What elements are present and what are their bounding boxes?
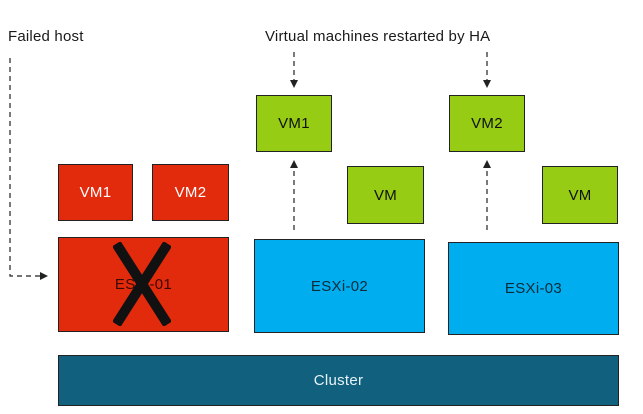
failed-host-label: Failed host <box>8 28 84 45</box>
failed-vm2[interactable]: VM2 <box>152 164 229 221</box>
host-esxi-02[interactable]: ESXi-02 <box>254 239 425 333</box>
host-esxi-03[interactable]: ESXi-03 <box>448 242 619 335</box>
cluster-bar[interactable]: Cluster <box>58 355 619 406</box>
existing-vm-host3-label: VM <box>568 186 592 204</box>
failed-vm1[interactable]: VM1 <box>58 164 133 221</box>
existing-vm-host2[interactable]: VM <box>347 166 424 224</box>
existing-vm-host3[interactable]: VM <box>542 166 618 224</box>
restarted-vm1[interactable]: VM1 <box>256 95 332 152</box>
host-esxi-02-label: ESXi-02 <box>310 277 369 295</box>
cluster-label: Cluster <box>313 372 364 389</box>
restarted-vm1-label: VM1 <box>278 115 310 132</box>
restarted-vms-label: Virtual machines restarted by HA <box>265 28 491 45</box>
failed-vm2-label: VM2 <box>174 184 207 201</box>
host-esxi-01[interactable]: ESXi-01 <box>58 237 229 332</box>
x-mark-icon <box>113 242 171 326</box>
existing-vm-host2-label: VM <box>373 186 398 204</box>
host-esxi-03-label: ESXi-03 <box>504 280 563 297</box>
failed-vm1-label: VM1 <box>79 184 112 201</box>
failed-host-arrow <box>9 58 48 280</box>
restarted-vm2[interactable]: VM2 <box>449 95 525 152</box>
restarted-vm2-label: VM2 <box>471 115 503 132</box>
